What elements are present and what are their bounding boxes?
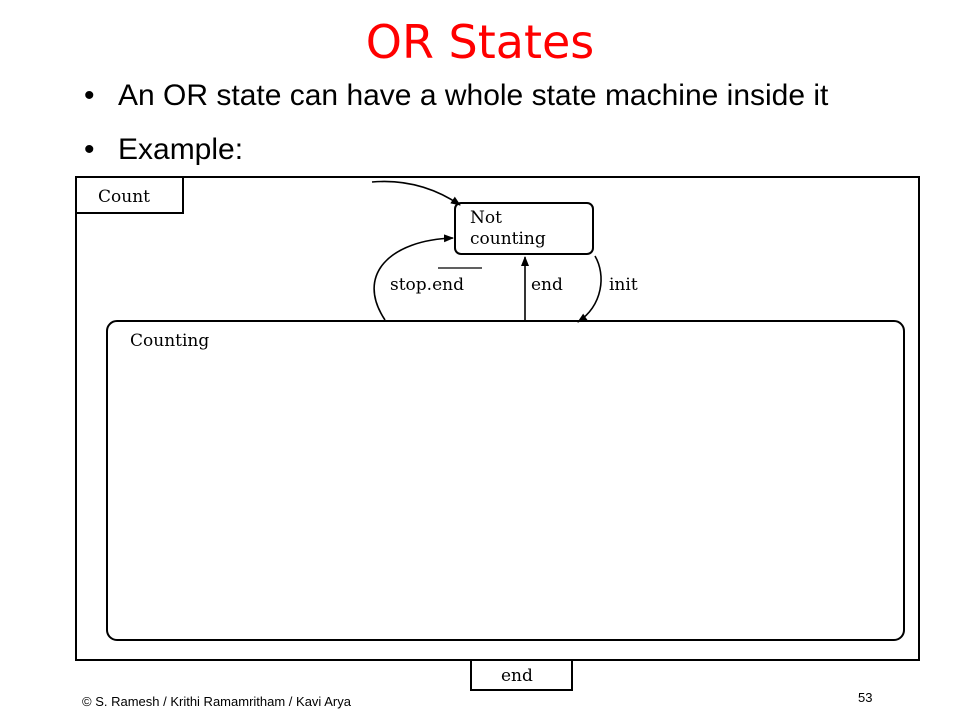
counting-state-box	[106, 320, 905, 641]
default-entry-arrow	[371, 180, 461, 206]
bullet-dot: •	[84, 133, 95, 166]
count-state-box	[75, 176, 920, 661]
stop-end-transition-arrow	[373, 234, 454, 321]
bullet-list: • An OR state can have a whole state mac…	[84, 76, 828, 184]
not-counting-label-line1: Not	[470, 208, 502, 228]
bullet-text: Example:	[118, 133, 244, 166]
not-counting-label-line2: counting	[470, 229, 546, 249]
bullet-dot: •	[84, 79, 95, 112]
stop-end-label: stop.end	[390, 275, 464, 295]
bullet-text: An OR state can have a whole state machi…	[118, 79, 829, 112]
end-state-box	[470, 659, 573, 691]
slide-title: OR States	[365, 15, 595, 69]
not-counting-state	[454, 202, 594, 255]
page-number: 53	[858, 690, 873, 705]
end-transition-label: end	[531, 275, 563, 295]
end-state-label: end	[501, 666, 533, 686]
bullet-item: • Example:	[84, 130, 828, 184]
counting-state-label: Counting	[130, 331, 209, 351]
bullet-item: • An OR state can have a whole state mac…	[84, 76, 828, 130]
init-transition-label: init	[609, 275, 638, 295]
count-label-box	[75, 176, 184, 214]
slide-footer-credit: © S. Ramesh / Krithi Ramamritham / Kavi …	[82, 694, 351, 709]
count-state-label: Count	[98, 187, 150, 207]
init-transition-arrow	[577, 255, 602, 323]
